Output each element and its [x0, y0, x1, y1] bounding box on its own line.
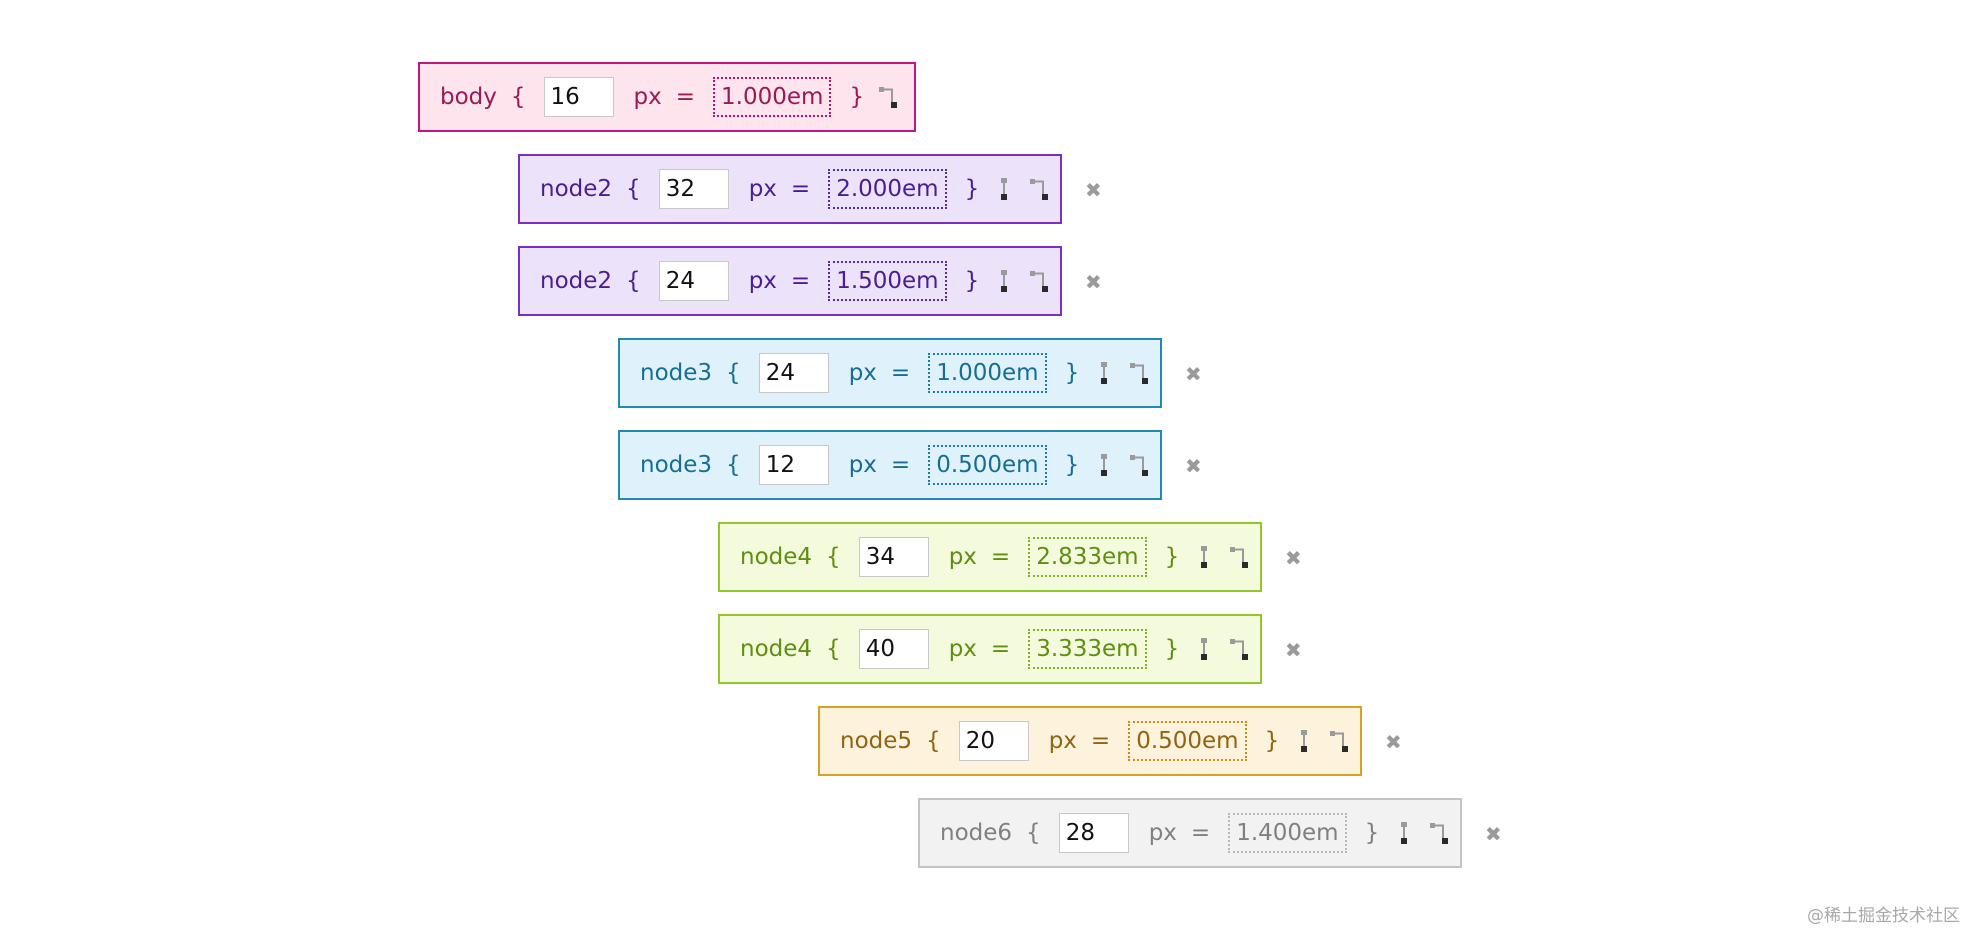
node-row-node2: node2 { px = 2.000em }: [518, 154, 1062, 224]
px-label: px: [633, 84, 662, 110]
open-brace: {: [726, 360, 741, 386]
px-input[interactable]: [958, 721, 1029, 761]
node-row-node3: node3 { px = 0.500em }: [618, 430, 1162, 500]
equals-sign: =: [790, 268, 811, 294]
remove-icon[interactable]: ✖: [1085, 270, 1102, 294]
em-output: 0.500em: [1128, 721, 1247, 761]
open-brace: {: [1026, 820, 1041, 846]
add-sibling-icon[interactable]: [1193, 544, 1215, 570]
open-brace: {: [926, 728, 941, 754]
node-row-node4: node4 { px = 3.333em }: [718, 614, 1262, 684]
node-row-node3: node3 { px = 1.000em }: [618, 338, 1162, 408]
add-child-icon[interactable]: [1229, 636, 1251, 662]
node-name: node6: [940, 820, 1013, 846]
px-input[interactable]: [758, 445, 829, 485]
em-output: 2.833em: [1028, 537, 1147, 577]
open-brace: {: [826, 544, 841, 570]
px-label: px: [948, 544, 977, 570]
add-child-icon[interactable]: [1329, 728, 1351, 754]
remove-icon[interactable]: ✖: [1285, 638, 1302, 662]
close-brace: }: [1064, 360, 1080, 386]
node-row-node2: node2 { px = 1.500em }: [518, 246, 1062, 316]
px-label: px: [848, 452, 877, 478]
px-label: px: [848, 360, 877, 386]
em-output: 3.333em: [1028, 629, 1147, 669]
close-brace: }: [1264, 728, 1280, 754]
node-name: node3: [640, 360, 713, 386]
px-input[interactable]: [858, 629, 929, 669]
add-sibling-icon[interactable]: [1193, 636, 1215, 662]
px-label: px: [748, 176, 777, 202]
px-label: px: [948, 636, 977, 662]
equals-sign: =: [890, 452, 911, 478]
equals-sign: =: [1190, 820, 1211, 846]
add-child-icon[interactable]: [1029, 176, 1051, 202]
px-input[interactable]: [1058, 813, 1129, 853]
watermark: @稀土掘金技术社区: [1807, 906, 1960, 926]
remove-icon[interactable]: ✖: [1185, 454, 1202, 478]
close-brace: }: [1164, 544, 1180, 570]
px-input[interactable]: [658, 169, 729, 209]
close-brace: }: [1064, 452, 1080, 478]
px-label: px: [1148, 820, 1177, 846]
add-child-icon[interactable]: [1229, 544, 1251, 570]
node-name: node2: [540, 268, 613, 294]
equals-sign: =: [990, 636, 1011, 662]
add-child-icon[interactable]: [1029, 268, 1051, 294]
open-brace: {: [826, 636, 841, 662]
add-sibling-icon[interactable]: [993, 268, 1015, 294]
open-brace: {: [626, 268, 641, 294]
px-input[interactable]: [543, 77, 614, 117]
remove-icon[interactable]: ✖: [1085, 178, 1102, 202]
node-name: node4: [740, 544, 813, 570]
add-sibling-icon[interactable]: [1093, 360, 1115, 386]
equals-sign: =: [890, 360, 911, 386]
px-label: px: [748, 268, 777, 294]
node-name: body: [440, 84, 497, 110]
node-name: node5: [840, 728, 913, 754]
remove-icon[interactable]: ✖: [1485, 822, 1502, 846]
add-child-icon[interactable]: [1429, 820, 1451, 846]
node-name: node2: [540, 176, 613, 202]
em-output: 2.000em: [828, 169, 947, 209]
open-brace: {: [510, 84, 526, 110]
close-brace: }: [1164, 636, 1180, 662]
em-output: 1.500em: [828, 261, 947, 301]
equals-sign: =: [990, 544, 1011, 570]
node-row-body: body { px = 1.000em }: [418, 62, 916, 132]
node-name: node4: [740, 636, 813, 662]
em-output: 1.400em: [1228, 813, 1347, 853]
add-child-icon[interactable]: [1129, 360, 1151, 386]
remove-icon[interactable]: ✖: [1185, 362, 1202, 386]
add-sibling-icon[interactable]: [993, 176, 1015, 202]
close-brace: }: [1364, 820, 1380, 846]
equals-sign: =: [1090, 728, 1111, 754]
add-child-icon[interactable]: [1129, 452, 1151, 478]
remove-icon[interactable]: ✖: [1285, 546, 1302, 570]
equals-sign: =: [790, 176, 811, 202]
add-child-icon[interactable]: [878, 84, 900, 110]
em-output: 1.000em: [713, 77, 832, 117]
px-label: px: [1048, 728, 1077, 754]
equals-sign: =: [675, 84, 696, 110]
em-output: 1.000em: [928, 353, 1047, 393]
open-brace: {: [726, 452, 741, 478]
em-output: 0.500em: [928, 445, 1047, 485]
px-input[interactable]: [858, 537, 929, 577]
px-input[interactable]: [758, 353, 829, 393]
node-row-node4: node4 { px = 2.833em }: [718, 522, 1262, 592]
remove-icon[interactable]: ✖: [1385, 730, 1402, 754]
add-sibling-icon[interactable]: [1393, 820, 1415, 846]
node-row-node5: node5 { px = 0.500em }: [818, 706, 1362, 776]
close-brace: }: [849, 84, 865, 110]
close-brace: }: [964, 176, 980, 202]
node-name: node3: [640, 452, 713, 478]
open-brace: {: [626, 176, 641, 202]
close-brace: }: [964, 268, 980, 294]
px-input[interactable]: [658, 261, 729, 301]
node-row-node6: node6 { px = 1.400em }: [918, 798, 1462, 868]
add-sibling-icon[interactable]: [1293, 728, 1315, 754]
add-sibling-icon[interactable]: [1093, 452, 1115, 478]
